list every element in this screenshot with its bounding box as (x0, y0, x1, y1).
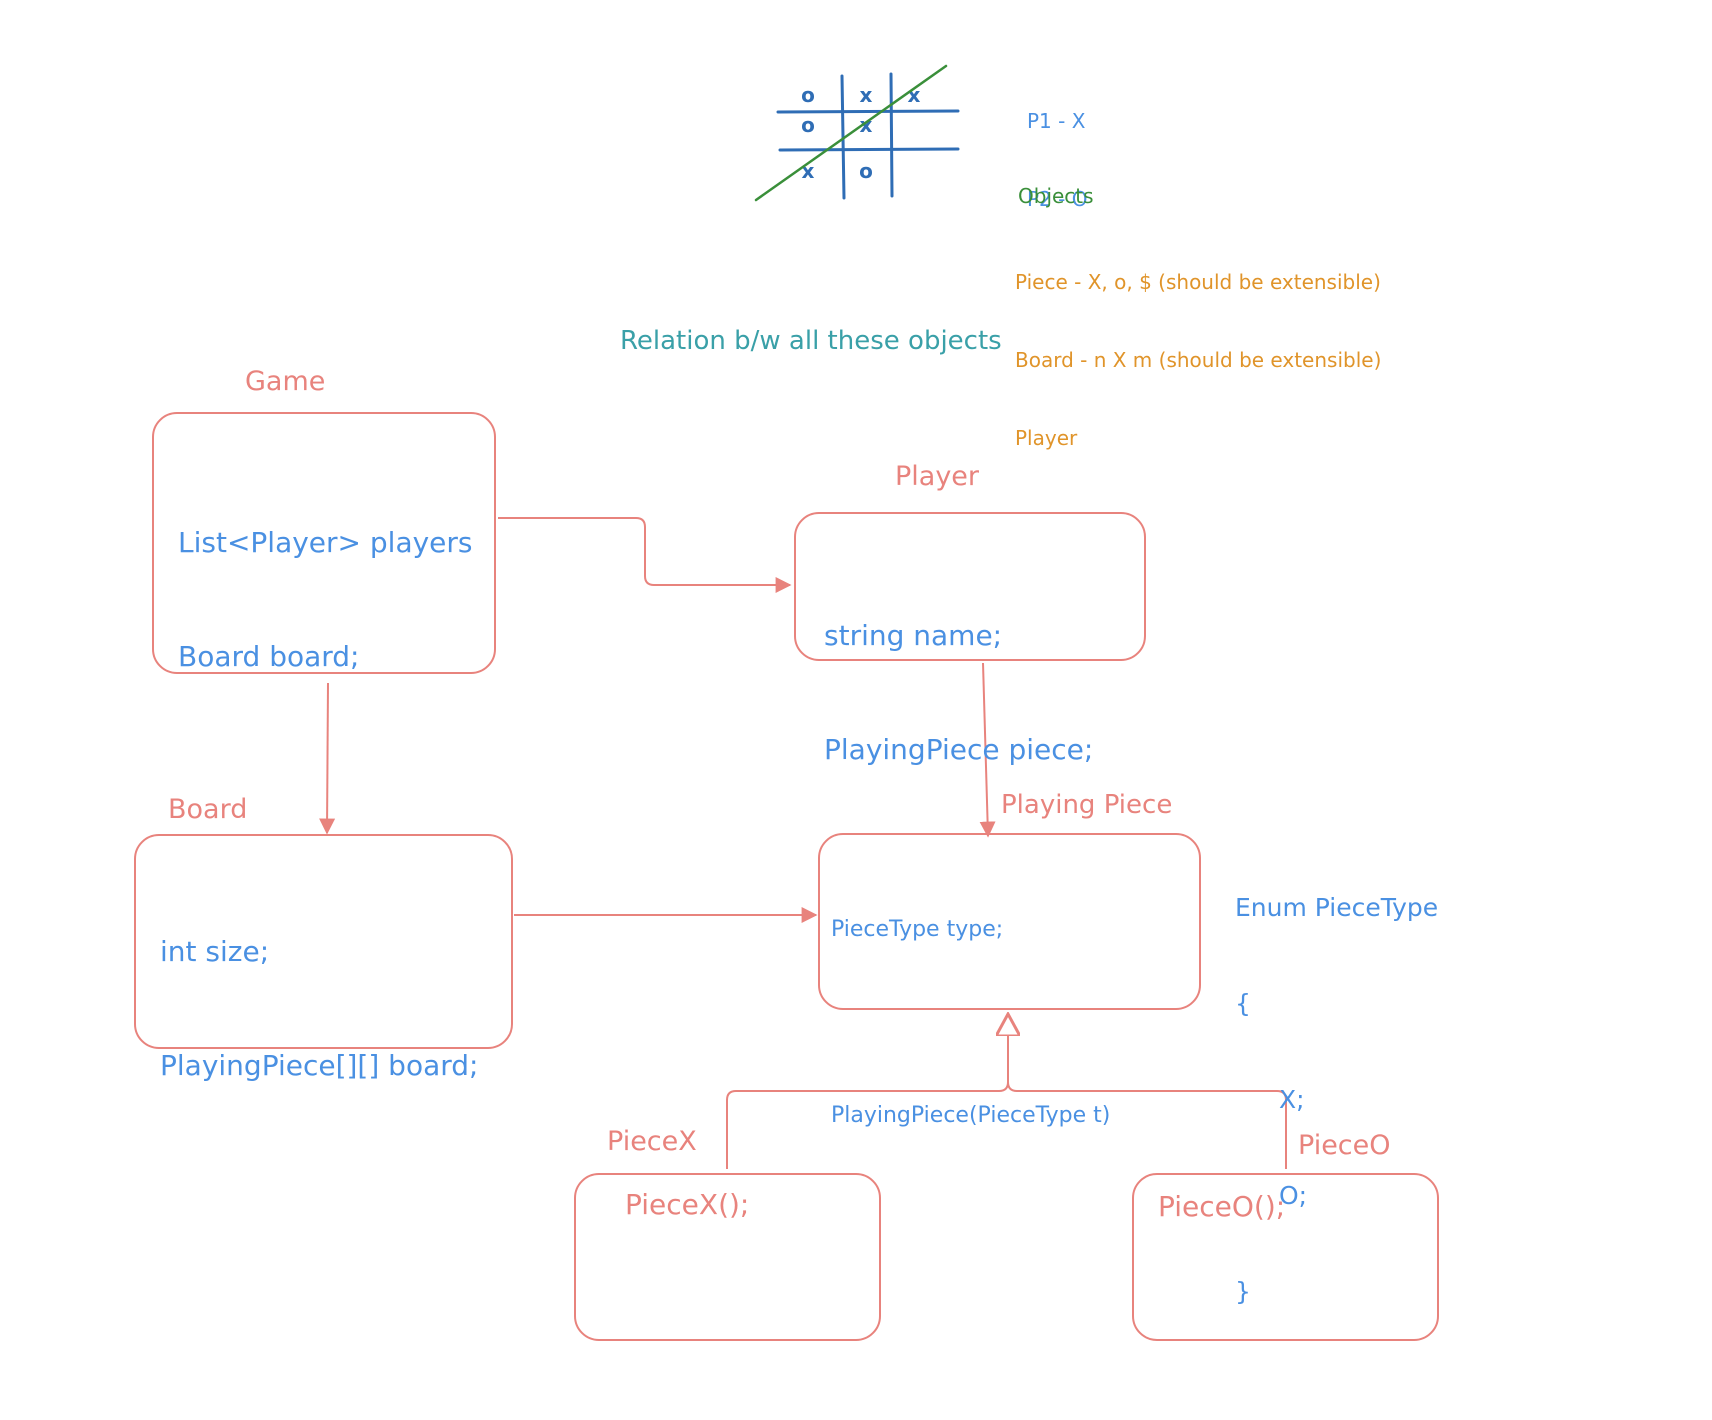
piece-o-class-box[interactable] (1132, 1173, 1439, 1341)
enum-declaration: Enum PieceType (1235, 893, 1439, 922)
playing-piece-class-members: PieceType type; PlayingPiece(PieceType t… (831, 852, 1110, 1162)
playing-piece-member: PlayingPiece(PieceType t) (831, 1103, 1111, 1128)
player-class-box[interactable] (794, 512, 1146, 661)
game-to-player-arrow (498, 517, 792, 593)
board-class-members: int size; PlayingPiece[][] board; (160, 857, 478, 1123)
object-item-piece: Piece - X, o, $ (should be extensible) (1015, 270, 1381, 294)
piece-x-class-title: PieceX (607, 1126, 697, 1157)
piece-o-inheritance-line (1007, 1081, 1287, 1169)
players-legend: P1 - X P2 - O (1027, 56, 1087, 238)
player-class-members: string name; PlayingPiece piece; (824, 541, 1093, 807)
board-member: int size; (160, 935, 270, 968)
player-member: PlayingPiece piece; (824, 733, 1094, 766)
enum-value-x: X; (1279, 1085, 1305, 1114)
enum-value-o: O; (1279, 1181, 1308, 1210)
board-member: PlayingPiece[][] board; (160, 1049, 479, 1082)
object-item-board: Board - n X m (should be extensible) (1015, 348, 1382, 372)
game-class-title: Game (245, 366, 326, 397)
player-to-playing-piece-arrow (979, 662, 996, 838)
player-member: string name; (824, 619, 1003, 652)
object-item-player: Player (1015, 426, 1078, 450)
player-class-title: Player (895, 461, 980, 492)
board-class-title: Board (168, 794, 248, 825)
relation-heading: Relation b/w all these objects (620, 326, 1002, 356)
enum-open-brace: { (1235, 989, 1251, 1018)
game-class-box[interactable] (152, 412, 496, 674)
winning-strike-line (754, 64, 948, 202)
grid-vline-1 (840, 74, 846, 200)
tictactoe-board (776, 72, 960, 200)
tictactoe-mark-x: x (908, 83, 921, 107)
board-class-box[interactable] (134, 834, 513, 1049)
piece-o-class-member: PieceO(); (1158, 1190, 1286, 1223)
tictactoe-mark-o: o (801, 83, 815, 107)
playing-piece-class-box[interactable] (818, 833, 1201, 1010)
player-1-legend: P1 - X (1027, 109, 1086, 133)
player-2-legend: P2 - O (1027, 187, 1088, 211)
piece-x-class-member: PieceX(); (625, 1188, 750, 1221)
piece-x-class-box[interactable] (574, 1173, 881, 1341)
piece-o-class-title: PieceO (1298, 1130, 1391, 1161)
enum-close-brace: } (1235, 1277, 1251, 1306)
objects-heading: Objects (1018, 184, 1094, 208)
game-class-members: List<Player> players Board board; (178, 448, 473, 714)
playing-piece-member (831, 1007, 1110, 1038)
grid-vline-2 (889, 72, 894, 198)
tictactoe-mark-o: o (801, 113, 815, 137)
grid-hline-1 (776, 109, 960, 114)
game-member: List<Player> players (178, 526, 473, 559)
game-member: Board board; (178, 640, 360, 673)
playing-piece-member: PieceType type; (831, 917, 1004, 942)
game-to-board-arrow (319, 682, 336, 835)
grid-hline-2 (778, 147, 960, 152)
tictactoe-mark-x: x (860, 83, 873, 107)
playing-piece-class-title: Playing Piece (1001, 790, 1173, 820)
piece-type-enum: Enum PieceType { X; O; } (1235, 828, 1438, 1340)
objects-list: Piece - X, o, $ (should be extensible) B… (1015, 217, 1381, 477)
tictactoe-mark-o: o (859, 159, 873, 183)
